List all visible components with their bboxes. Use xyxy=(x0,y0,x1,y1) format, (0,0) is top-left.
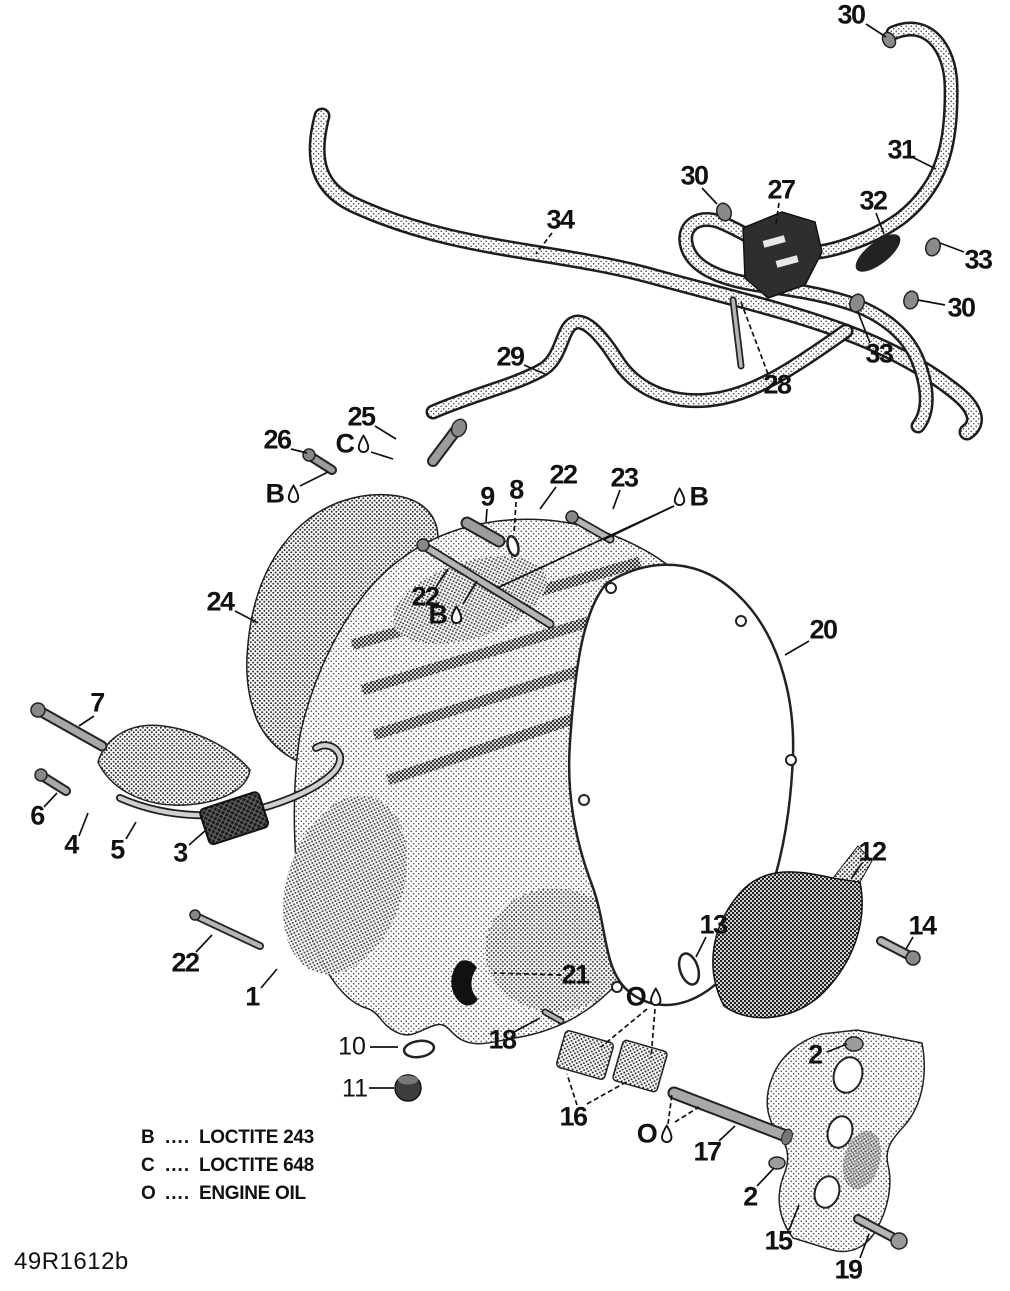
leader-line xyxy=(775,202,780,225)
leader-line xyxy=(78,812,89,837)
legend-row-engine-oil: O .... ENGINE OIL xyxy=(141,1183,314,1211)
leader-line xyxy=(913,157,937,170)
leader-line xyxy=(756,1167,775,1187)
leader-line xyxy=(435,568,449,588)
diagram-reference-id: 49R1612b xyxy=(14,1248,129,1275)
retainer-21 xyxy=(451,960,478,1006)
leader-line xyxy=(826,1043,848,1053)
leader-line xyxy=(43,792,58,808)
legend-code: C xyxy=(141,1155,155,1176)
leader-line xyxy=(125,821,137,840)
leader-line xyxy=(462,580,478,605)
legend-text: LOCTITE 648 xyxy=(199,1155,314,1176)
leader-line xyxy=(78,715,95,727)
leader-line xyxy=(865,23,887,38)
legend-text: LOCTITE 243 xyxy=(199,1127,314,1148)
leader-line xyxy=(857,311,871,344)
leader-line xyxy=(188,829,207,846)
leader-line xyxy=(859,1233,870,1259)
leader-line xyxy=(513,501,517,535)
leader-line xyxy=(485,508,488,523)
leader-line xyxy=(788,1204,800,1231)
leader-line xyxy=(701,187,718,205)
legend-dots: .... xyxy=(165,1155,191,1176)
screen-3 xyxy=(199,791,270,846)
leader-line xyxy=(674,1106,700,1123)
leader-line xyxy=(850,862,863,880)
leader-line xyxy=(496,505,675,589)
leader-line xyxy=(612,489,621,510)
leader-line xyxy=(650,1008,656,1059)
legend-text: ENGINE OIL xyxy=(199,1183,306,1204)
leader-line xyxy=(905,936,914,950)
leader-line xyxy=(695,936,707,958)
legend-code: B xyxy=(141,1127,155,1148)
leader-line xyxy=(740,301,769,375)
legend: B .... LOCTITE 243 C .... LOCTITE 648 O … xyxy=(141,1127,314,1211)
legend-dots: .... xyxy=(165,1127,191,1148)
leader-line xyxy=(493,972,562,976)
leader-line xyxy=(370,451,394,460)
leader-line xyxy=(299,471,329,487)
leader-line xyxy=(784,640,810,656)
leader-line xyxy=(535,232,553,255)
leader-line xyxy=(234,610,259,624)
legend-dots: .... xyxy=(165,1183,191,1204)
legend-code: O xyxy=(141,1183,156,1204)
legend-row-loctite-243: B .... LOCTITE 243 xyxy=(141,1127,314,1155)
leader-line xyxy=(195,934,213,953)
leader-line xyxy=(667,1093,673,1125)
leader-line xyxy=(875,212,885,235)
leader-line xyxy=(290,448,308,454)
leader-line xyxy=(523,364,546,375)
leader-line xyxy=(566,1073,578,1106)
leader-line xyxy=(917,299,946,306)
leader-line xyxy=(718,1125,736,1142)
leader-line xyxy=(600,1008,648,1048)
gasket-20 xyxy=(567,563,795,1007)
legend-row-loctite-648: C .... LOCTITE 648 xyxy=(141,1155,314,1183)
cover-4 xyxy=(97,724,251,806)
leader-line xyxy=(939,242,965,253)
valve-27 xyxy=(742,211,823,299)
leader-line xyxy=(374,425,397,440)
leader-line xyxy=(513,1017,541,1033)
leader-line xyxy=(539,486,557,510)
leader-line xyxy=(260,968,278,989)
leader-lines xyxy=(43,23,965,1259)
leader-line xyxy=(586,1080,629,1105)
